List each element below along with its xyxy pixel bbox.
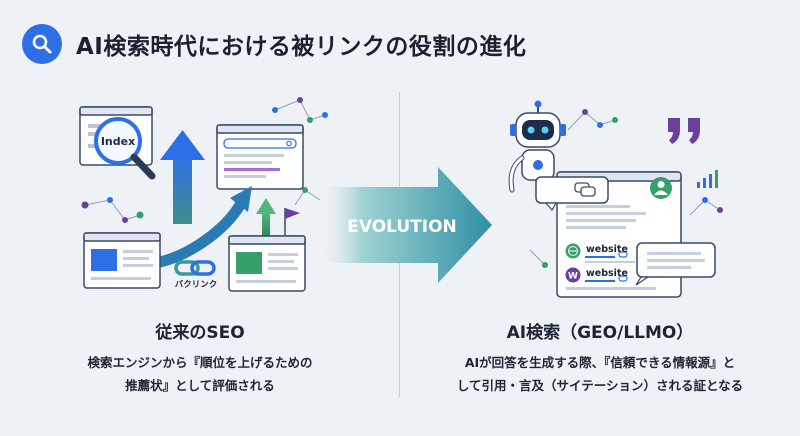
magnifier-icon — [94, 117, 156, 180]
header: AI検索時代における被リンクの役割の進化 — [22, 20, 526, 68]
flag-icon — [284, 208, 300, 235]
backlink-label: バクリンク — [175, 279, 218, 290]
bar-chart-icon — [697, 170, 718, 188]
citation-website-1-label: website — [586, 244, 628, 255]
chain-link-icon — [174, 260, 216, 276]
evolution-label: EVOLUTION — [347, 217, 457, 237]
small-up-arrow — [256, 198, 276, 236]
user-avatar-icon — [650, 177, 672, 199]
page-title: AI検索時代における被リンクの役割の進化 — [76, 34, 527, 60]
ai-search-desc-line-2: して引用・言及（サイテーション）される証となる — [456, 378, 744, 393]
traditional-seo-desc-line-2: 推薦状』として評価される — [125, 378, 275, 393]
rank-up-arrow — [160, 130, 205, 224]
search-icon — [22, 24, 62, 64]
citation-website-2 — [565, 267, 628, 283]
citation-website-2-label: website — [586, 268, 628, 279]
speech-card — [635, 242, 716, 286]
source-webpage — [83, 232, 161, 289]
ai-search-heading: AI検索（GEO/LLMO） — [506, 323, 694, 343]
ai-search-desc-line-1: AIが回答を生成する際、『信頼できる情報源』と — [464, 355, 736, 370]
ai-robot-icon — [508, 100, 566, 193]
citation-website-1 — [565, 243, 635, 263]
ai-search-description: AIが回答を生成する際、『信頼できる情報源』と して引用・言及（サイテーション）… — [420, 351, 780, 397]
evolution-arrow — [318, 167, 492, 283]
chat-bubble — [535, 176, 609, 212]
search-results-window — [216, 124, 304, 190]
quote-icon — [668, 118, 700, 144]
traditional-seo-desc-line-1: 検索エンジンから『順位を上げるための — [87, 355, 313, 370]
traditional-seo-heading: 従来のSEO — [155, 323, 245, 343]
traditional-seo-description: 検索エンジンから『順位を上げるための 推薦状』として評価される — [40, 351, 360, 397]
citation-website-2-badge: W — [568, 272, 578, 282]
backlink-curve-arrow — [154, 186, 252, 268]
index-label: Index — [101, 135, 135, 148]
target-webpage — [228, 235, 306, 292]
